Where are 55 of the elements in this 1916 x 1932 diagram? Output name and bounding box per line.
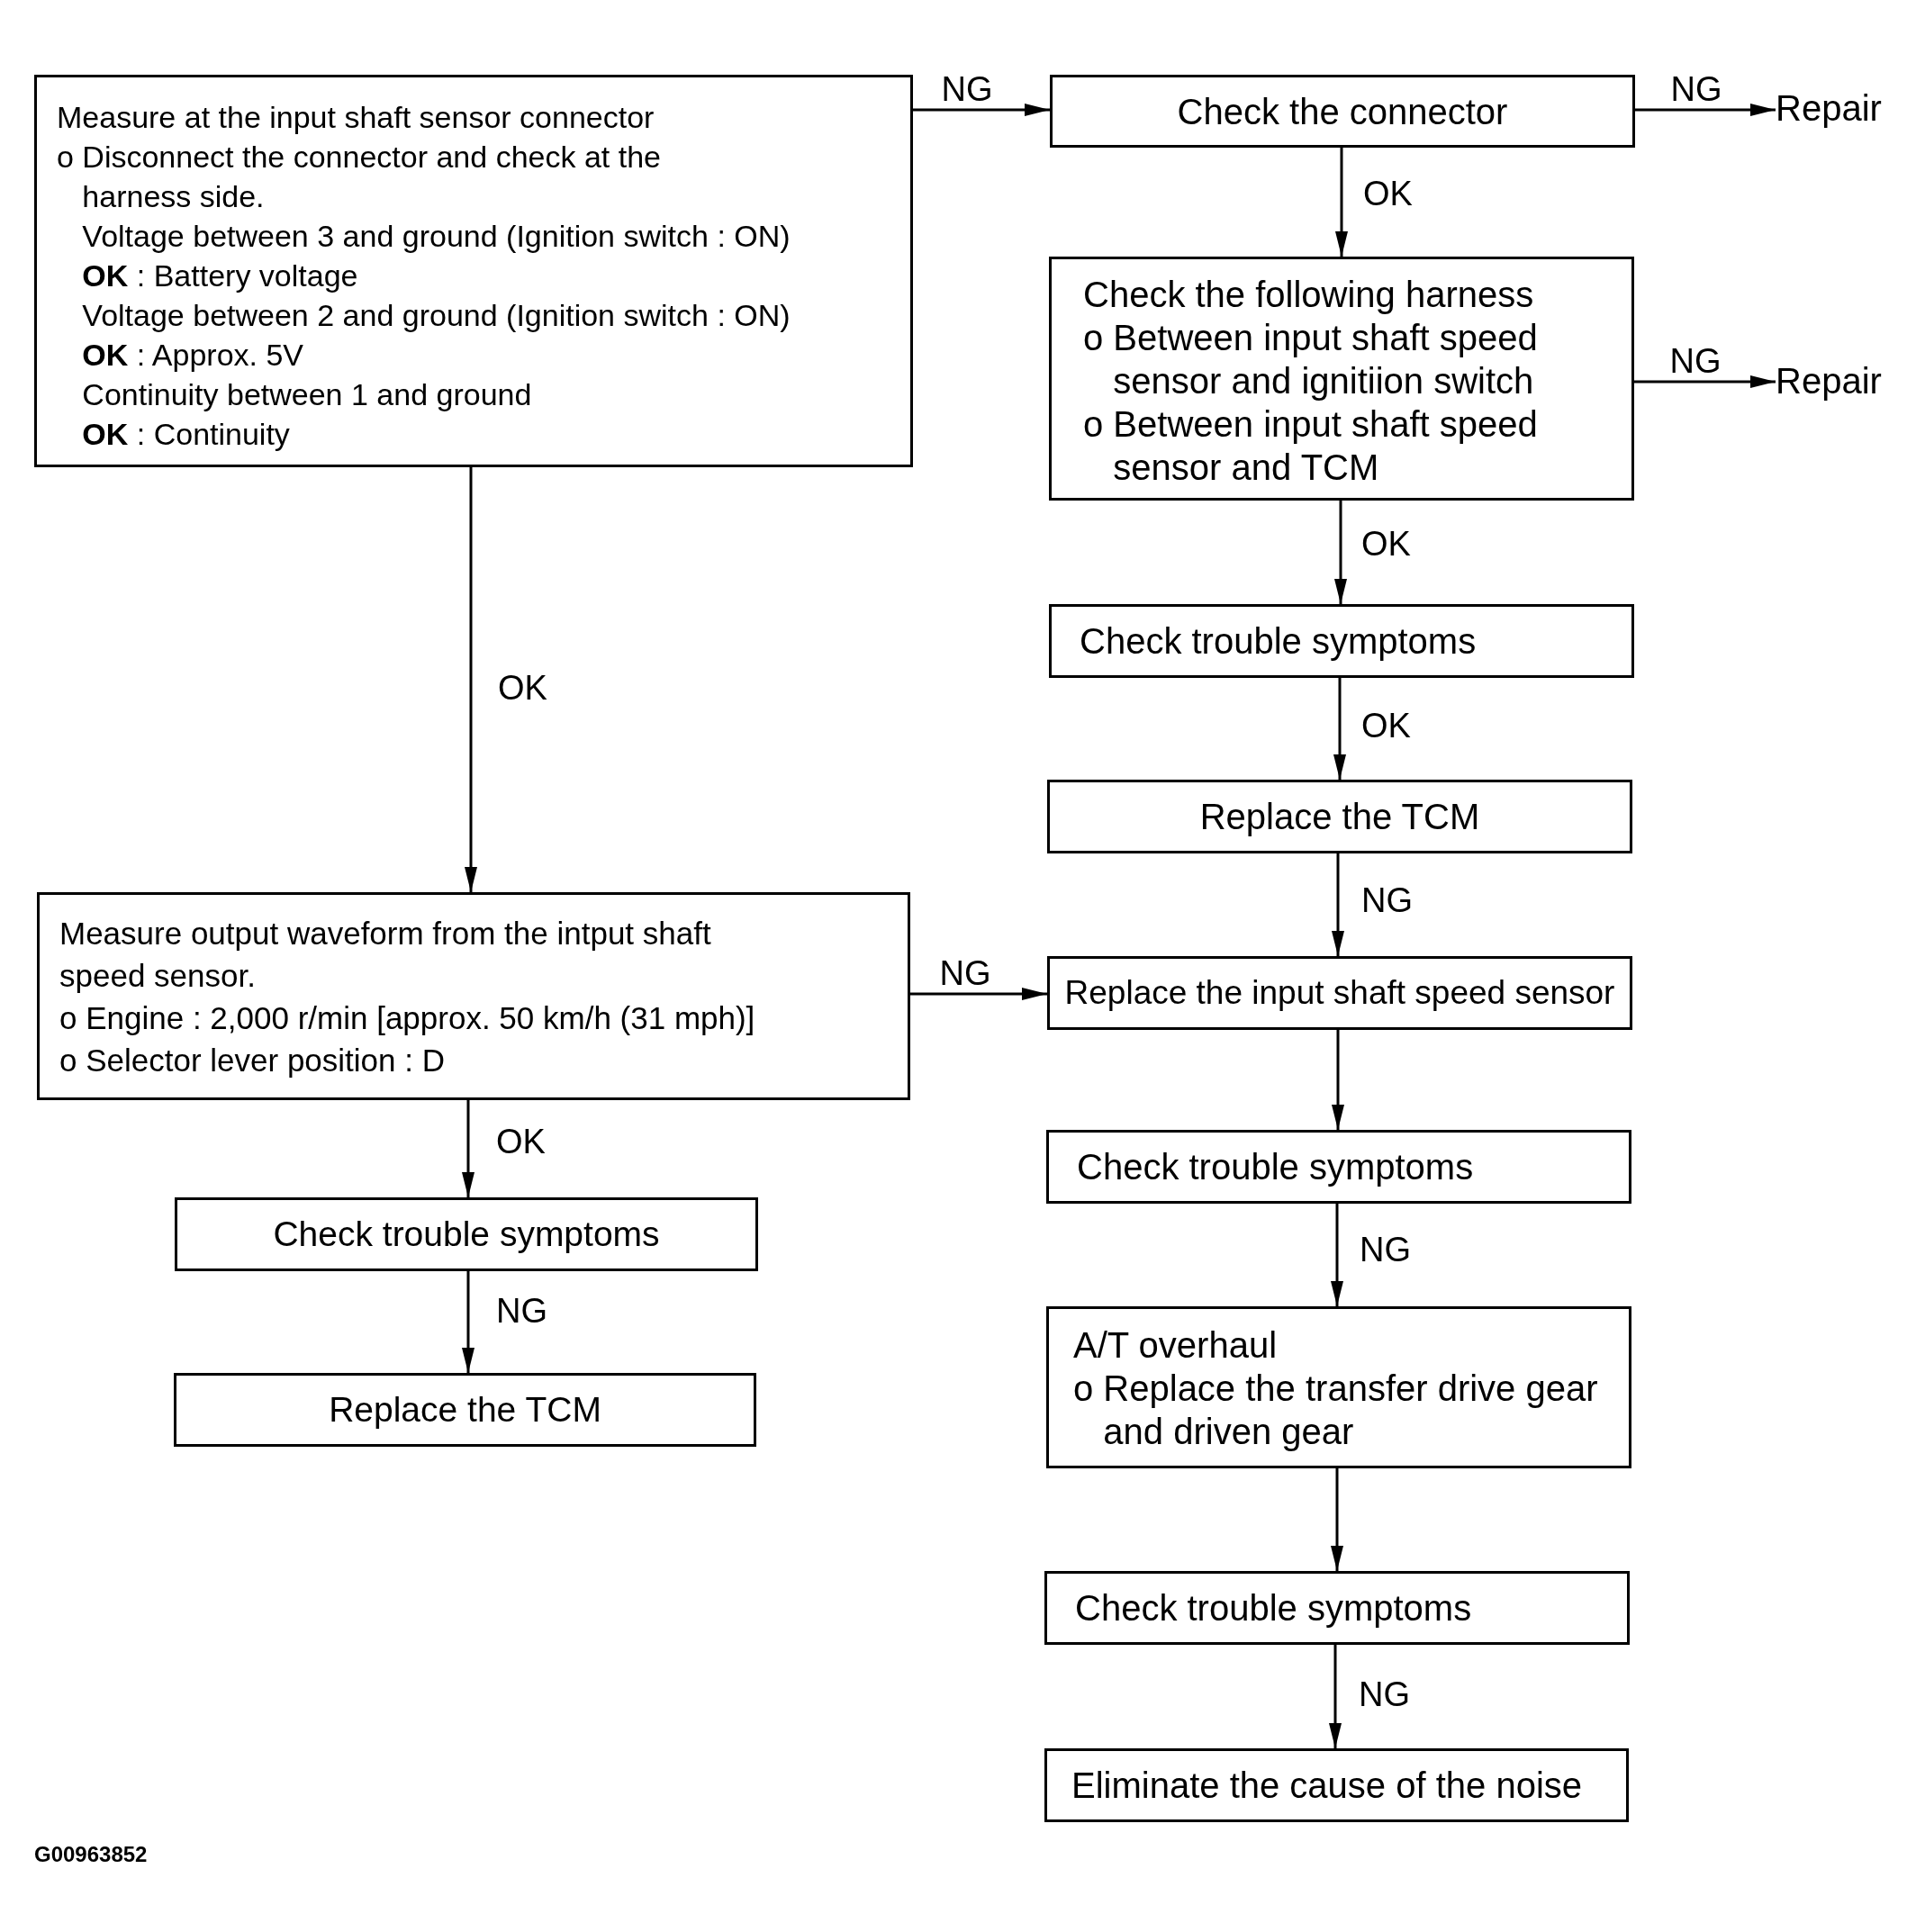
step-heading: Measure output waveform from the intput shaft speed sensor.: [59, 915, 712, 995]
process-box: [174, 1373, 756, 1447]
step-text: o Disconnect the connector and check at the harness side.: [57, 139, 662, 215]
arrow: [1333, 678, 1346, 780]
step-text: o Selector lever position : D: [59, 1042, 446, 1079]
arrow: [1335, 148, 1348, 257]
process-box: [1044, 1748, 1629, 1822]
process-box: [1047, 780, 1632, 853]
step-text: OK : Continuity: [81, 416, 291, 453]
figure-number: G00963852: [34, 1844, 148, 1865]
arrow: [465, 467, 477, 892]
arrow: [462, 1271, 474, 1373]
step-text: Voltage between 2 and ground (Ignition switch : ON): [81, 297, 791, 334]
outcome-text: Repair: [1776, 87, 1882, 129]
step-text: o Engine : 2,000 r/min [approx. 50 km/h (31 mph)]: [59, 999, 756, 1037]
step-text: OK : Battery voltage: [81, 257, 359, 294]
arrow: [1634, 375, 1776, 388]
step-heading: Check the connector: [1176, 90, 1509, 133]
process-box: [1046, 1306, 1631, 1468]
arrow: [1329, 1645, 1342, 1748]
process-box: [34, 75, 913, 467]
step-text: OK : Approx. 5V: [81, 337, 304, 374]
step-heading: Replace the input shaft speed sensor: [1063, 972, 1616, 1013]
step-heading: Eliminate the cause of the noise: [1071, 1765, 1583, 1807]
arrow: [1332, 853, 1344, 956]
arrow: [1331, 1468, 1343, 1571]
step-heading: Check trouble symptoms: [1080, 620, 1478, 663]
step-text: o Replace the transfer drive gear and driven gear: [1073, 1368, 1599, 1453]
arrow: [913, 104, 1050, 116]
process-box: [1046, 1130, 1631, 1204]
arrow: [462, 1100, 474, 1197]
step-heading: Measure at the input shaft sensor connector: [57, 99, 655, 136]
process-box: [1049, 604, 1634, 678]
arrow: [1331, 1204, 1343, 1306]
arrow: [1635, 104, 1776, 116]
process-box: [1049, 257, 1634, 501]
process-box: [1044, 1571, 1630, 1645]
step-text: Continuity between 1 and ground: [81, 376, 533, 413]
arrow: [1332, 1030, 1344, 1130]
arrow: [910, 988, 1047, 1000]
step-heading: Check the following harness: [1083, 274, 1535, 316]
process-box: [37, 892, 910, 1100]
step-heading: A/T overhaul: [1073, 1324, 1279, 1367]
step-heading: Check trouble symptoms: [272, 1213, 661, 1255]
outcome-text: Repair: [1776, 360, 1882, 402]
step-text: Voltage between 3 and ground (Ignition switch : ON): [81, 218, 791, 255]
arrow: [1334, 501, 1347, 604]
step-heading: Replace the TCM: [1198, 796, 1481, 838]
process-box: [1050, 75, 1635, 148]
process-box: [1047, 956, 1632, 1030]
step-heading: Check trouble symptoms: [1077, 1146, 1475, 1188]
process-box: [175, 1197, 758, 1271]
step-heading: Replace the TCM: [328, 1388, 602, 1431]
step-heading: Check trouble symptoms: [1075, 1587, 1473, 1630]
step-text: o Between input shaft speed sensor and TCM: [1083, 403, 1539, 489]
